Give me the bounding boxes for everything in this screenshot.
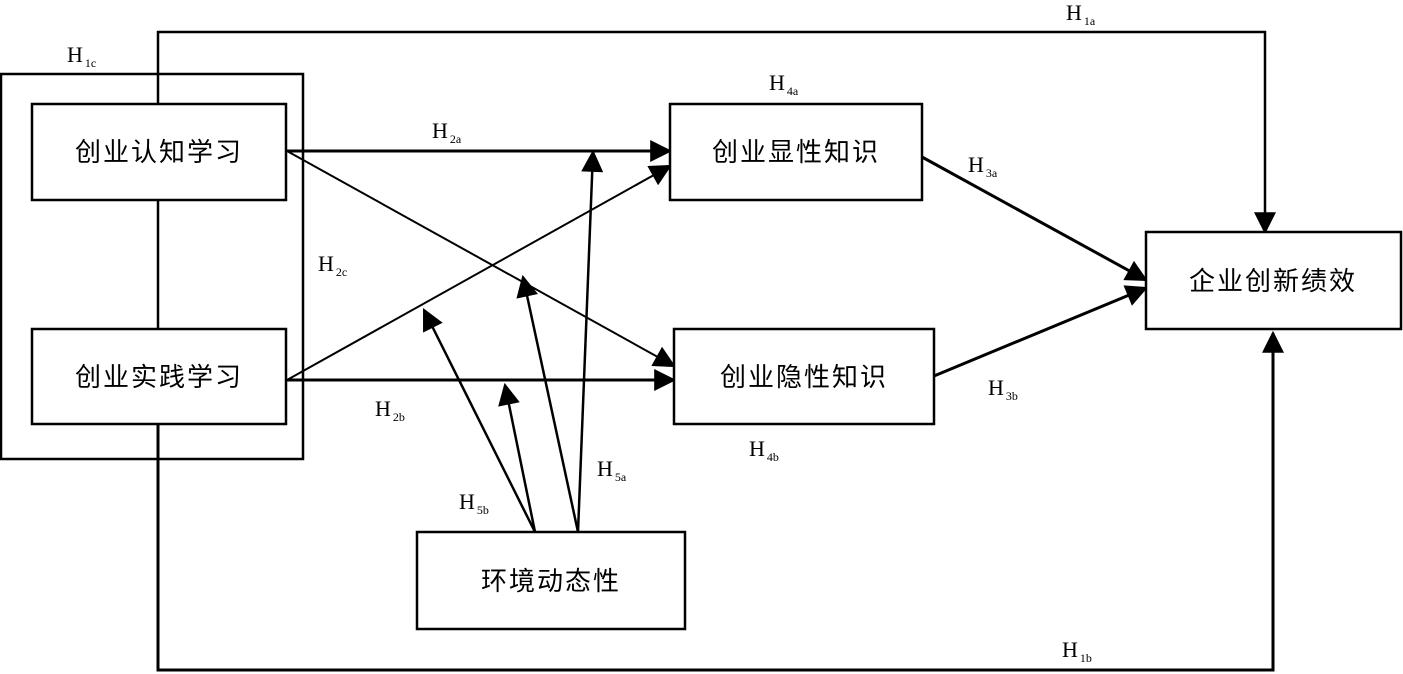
- practice-to-explicit-arrow: [286, 164, 672, 381]
- node-tacit-knowledge: 创业隐性知识: [672, 327, 936, 426]
- node-explicit-knowledge: 创业显性知识: [668, 102, 924, 202]
- h3a-arrow: [921, 155, 1148, 282]
- h5-moderation-arrow-1: [422, 308, 537, 533]
- node-innovation-performance-label: 企业创新绩效: [1189, 267, 1357, 297]
- h3b-arrow: [933, 285, 1149, 378]
- cognitive-to-tacit-arrow: [286, 150, 676, 368]
- h5-moderation-arrow-3: [516, 274, 580, 533]
- node-env-dynamism: 环境动态性: [415, 530, 687, 631]
- node-cognitive-learning: 创业认知学习: [30, 102, 288, 202]
- learning-group-frame: [0, 72, 305, 461]
- h5-moderation-arrow-2: [498, 382, 537, 533]
- node-innovation-performance: 企业创新绩效: [1144, 230, 1403, 331]
- h1a-path: [156, 30, 1276, 235]
- node-practice-learning: 创业实践学习: [30, 327, 288, 426]
- h1b-path: [156, 330, 1284, 672]
- h5-moderation-arrow-4: [576, 149, 604, 533]
- node-explicit-knowledge-label: 创业显性知识: [712, 138, 880, 168]
- node-env-dynamism-label: 环境动态性: [481, 567, 621, 597]
- node-practice-learning-label: 创业实践学习: [75, 363, 243, 393]
- node-cognitive-learning-label: 创业认知学习: [75, 138, 243, 168]
- node-tacit-knowledge-label: 创业隐性知识: [720, 363, 888, 393]
